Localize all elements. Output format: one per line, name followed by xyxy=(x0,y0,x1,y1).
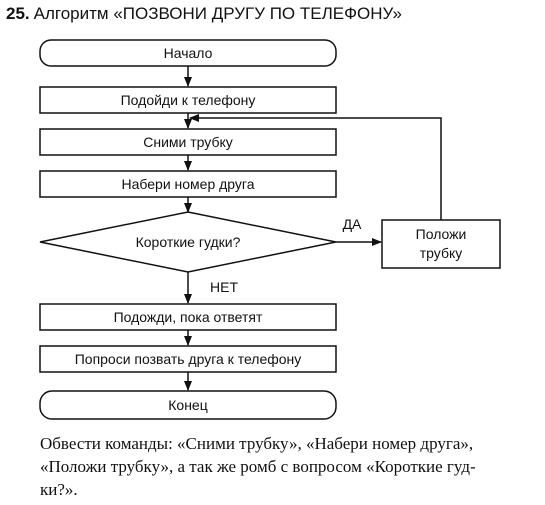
task-instructions: Обвести команды: «Сними трубку», «Набери… xyxy=(40,432,525,501)
hang-up-label-line2: трубку xyxy=(420,245,463,261)
process-dial xyxy=(39,170,337,198)
process-pick-up xyxy=(39,128,337,156)
ask-friend-label: Попроси позвать друга к телефону xyxy=(75,351,302,367)
instructions-line-3: ки?». xyxy=(40,480,78,499)
go-to-phone-label: Подойди к телефону xyxy=(121,92,256,108)
dial-label: Набери номер друга xyxy=(121,176,254,192)
busy-question-label: Короткие гудки? xyxy=(136,234,241,250)
process-wait xyxy=(39,303,337,331)
end-terminal xyxy=(39,390,337,420)
task-number: 25. xyxy=(6,4,30,23)
yes-label: ДА xyxy=(343,216,362,232)
instructions-line-2: «Положи трубку», а так же ромб с вопросо… xyxy=(40,457,476,476)
hang-up-label-line1: Положи xyxy=(416,226,467,242)
arrow-loop-back xyxy=(189,114,442,220)
start-label: Начало xyxy=(164,45,213,61)
process-ask-friend xyxy=(39,345,337,373)
page-title: 25.Алгоритм «ПОЗВОНИ ДРУГУ ПО ТЕЛЕФОНУ» xyxy=(6,4,541,24)
flowchart: Начало Подойди к телефону Сними трубку Н… xyxy=(39,39,501,420)
pick-up-label: Сними трубку xyxy=(143,134,233,150)
wait-label: Подожди, пока ответят xyxy=(114,309,263,325)
task-title: Алгоритм «ПОЗВОНИ ДРУГУ ПО ТЕЛЕФОНУ» xyxy=(33,4,403,23)
process-go-to-phone xyxy=(39,86,337,114)
process-hang-up xyxy=(381,219,501,269)
instructions-line-1: Обвести команды: «Сними трубку», «Набери… xyxy=(40,434,474,453)
no-label: НЕТ xyxy=(210,279,238,295)
end-label: Конец xyxy=(168,397,207,413)
